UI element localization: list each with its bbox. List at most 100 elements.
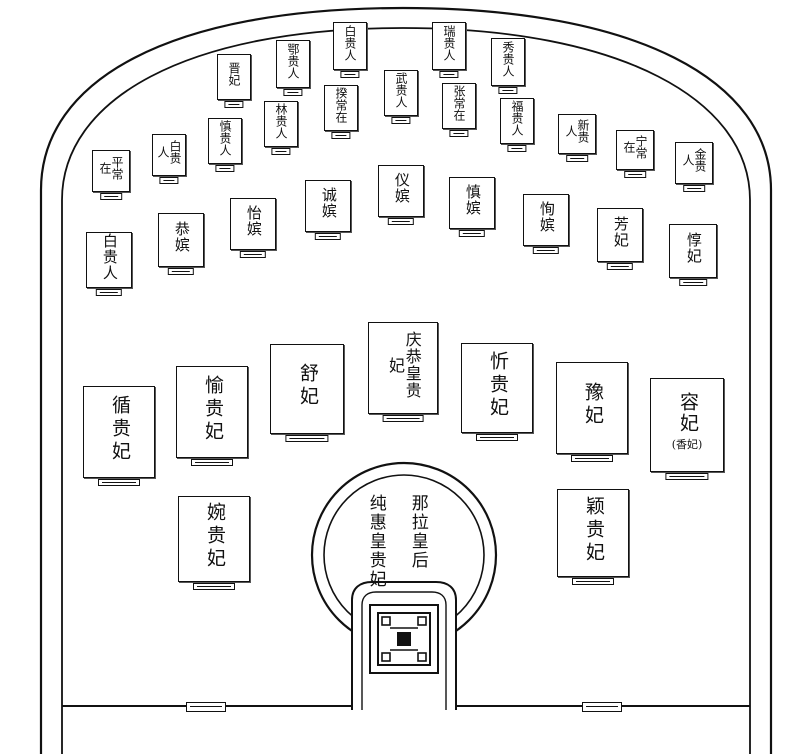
- tomb-label: 揆常在: [334, 87, 348, 123]
- stele: [624, 171, 646, 178]
- stele: [167, 268, 195, 275]
- stele: [391, 117, 411, 124]
- altar-corner-tl: [381, 616, 391, 626]
- stele: [224, 101, 244, 108]
- stele: [679, 279, 707, 286]
- tomb-back-10: 福贵人: [500, 98, 534, 152]
- tomb-back-4: 瑞贵人: [432, 22, 466, 78]
- stele: [283, 89, 303, 96]
- tomb-back-14: 平常在: [92, 150, 130, 200]
- empress-label-left: 纯惠皇贵妃: [365, 494, 386, 589]
- tomb-lower-2: 颖贵妃: [557, 489, 629, 585]
- tomb-label: 容妃: [676, 392, 699, 434]
- tomb-back-6: 慎贵人: [208, 118, 242, 172]
- tomb-middle-7: 恂嫔: [523, 194, 569, 254]
- stele: [572, 578, 614, 585]
- tomb-middle-3: 怡嫔: [230, 198, 276, 258]
- stele: [507, 145, 527, 152]
- tomb-back-3: 白贵人: [333, 22, 367, 78]
- tomb-label: 慎贵人: [218, 120, 232, 156]
- stele: [571, 455, 613, 462]
- stele: [683, 185, 705, 192]
- tomb-label: 豫妃: [581, 382, 604, 428]
- stele: [159, 177, 179, 184]
- tomb-label: 金贵人: [681, 148, 707, 172]
- stele: [193, 583, 235, 590]
- tomb-label: 白贵人: [343, 25, 357, 61]
- tomb-label: 愉贵妃: [201, 374, 224, 444]
- tomb-label: 循贵妃: [108, 394, 131, 464]
- altar-corner-tr: [417, 616, 427, 626]
- stele: [449, 130, 469, 137]
- tomb-back-1: 晋妃: [217, 54, 251, 108]
- tomb-back-8: 武贵人: [384, 70, 418, 124]
- stele: [314, 233, 342, 240]
- tomb-back-12: 新贵人: [558, 114, 596, 162]
- tomb-back-2: 鄂贵人: [276, 40, 310, 96]
- tomb-label: 仪嫔: [392, 172, 411, 204]
- tomb-label: 忻贵妃: [486, 350, 509, 420]
- tomb-label: 诚嫔: [319, 187, 338, 219]
- stele: [387, 218, 415, 225]
- tomb-lower-1: 婉贵妃: [178, 496, 250, 590]
- stele: [239, 251, 267, 258]
- tomb-back-extra: 白贵人: [152, 134, 186, 184]
- tomb-front-4: 庆恭皇贵妃: [368, 322, 438, 422]
- stele: [271, 148, 291, 155]
- stele: [606, 263, 634, 270]
- tomb-label: 白贵人: [156, 140, 182, 164]
- tomb-label: 张常在: [452, 85, 466, 121]
- tomb-front-7: 容妃 (香妃): [650, 378, 724, 480]
- tomb-middle-1: 白贵人: [86, 232, 132, 296]
- stele: [458, 230, 486, 237]
- tomb-label: 庆恭皇贵妃: [386, 331, 422, 399]
- stele: [340, 71, 360, 78]
- tomb-sublabel: (香妃): [671, 438, 703, 451]
- stele: [285, 435, 329, 442]
- stele: [665, 473, 709, 480]
- altar-corner-br: [417, 652, 427, 662]
- tomb-back-9: 张常在: [442, 83, 476, 137]
- tomb-front-5: 忻贵妃: [461, 343, 533, 441]
- tomb-back-15: 金贵人: [675, 142, 713, 192]
- stele: [98, 479, 140, 486]
- terrace-stele-left: [186, 702, 226, 712]
- tomb-label: 芳妃: [611, 216, 630, 248]
- outer-wall-inner: [61, 27, 751, 754]
- tomb-label: 白贵人: [100, 233, 119, 281]
- tomb-front-6: 豫妃: [556, 362, 628, 462]
- tomb-middle-8: 芳妃: [597, 208, 643, 270]
- tomb-front-2: 愉贵妃: [176, 366, 248, 466]
- tomb-front-3: 舒妃: [270, 344, 344, 442]
- tomb-label: 怡嫔: [244, 205, 263, 237]
- tomb-label: 林贵人: [274, 103, 288, 139]
- tomb-back-13: 宁常在: [616, 130, 654, 178]
- passage-inner: [361, 591, 447, 710]
- stele: [191, 459, 233, 466]
- tomb-label: 惇妃: [684, 232, 703, 264]
- tomb-middle-5: 仪嫔: [378, 165, 424, 225]
- tomb-label: 平常在: [98, 156, 124, 180]
- empress-label-right: 那拉皇后: [407, 494, 428, 570]
- tomb-label: 婉贵妃: [203, 501, 226, 571]
- tomb-back-7: 揆常在: [324, 85, 358, 139]
- tomb-label: 福贵人: [510, 100, 524, 136]
- tomb-middle-2: 恭嫔: [158, 213, 204, 275]
- tomb-label: 晋妃: [227, 62, 241, 86]
- stele: [566, 155, 588, 162]
- tomb-label: 鄂贵人: [286, 43, 300, 79]
- tomb-middle-6: 慎嫔: [449, 177, 495, 237]
- stele: [331, 132, 351, 139]
- tomb-label: 新贵人: [564, 119, 590, 143]
- tomb-label: 秀贵人: [501, 41, 515, 77]
- stele: [95, 289, 123, 296]
- tomb-label: 慎嫔: [463, 184, 482, 216]
- tomb-label: 颖贵妃: [582, 495, 605, 565]
- tomb-label: 武贵人: [394, 72, 408, 108]
- outer-wall-outer: [39, 6, 773, 754]
- stele: [215, 165, 235, 172]
- tomb-label: 瑞贵人: [442, 25, 456, 61]
- terrace-stele-right: [582, 702, 622, 712]
- stele: [476, 434, 518, 441]
